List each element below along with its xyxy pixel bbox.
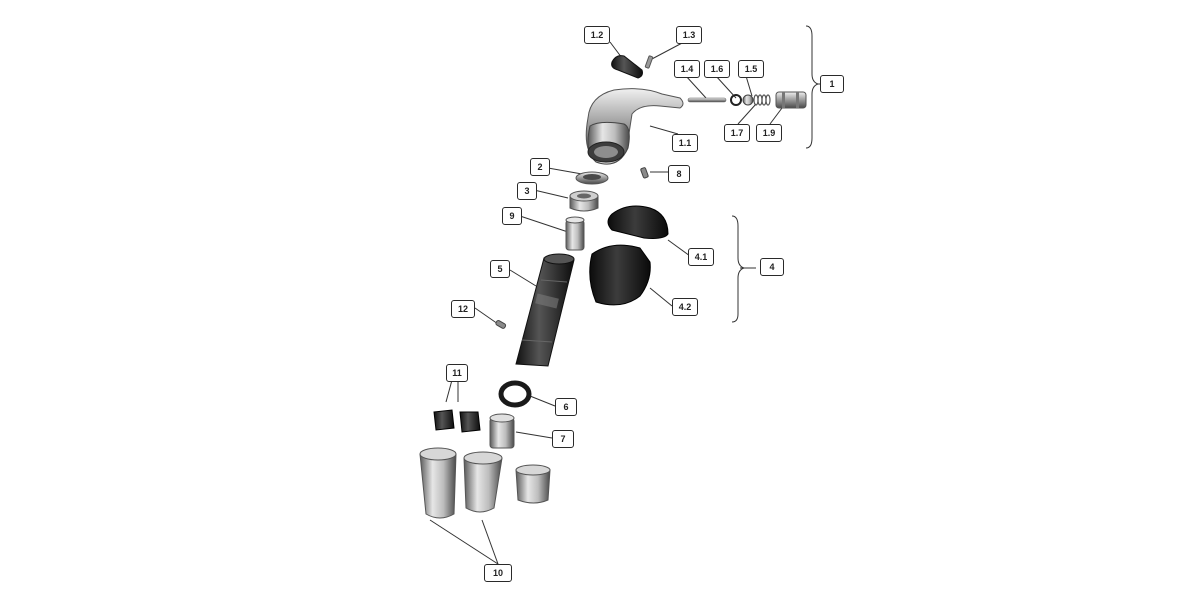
part-1-3-pin — [644, 55, 654, 69]
callout-12: 12 — [451, 300, 475, 318]
label-text: 12 — [457, 303, 468, 314]
label-text: 1.6 — [710, 63, 724, 74]
part-7-bushing — [489, 413, 515, 449]
callout-4-2: 4.2 — [672, 298, 698, 316]
callout-1-5: 1.5 — [738, 60, 764, 78]
callout-11: 11 — [446, 364, 468, 382]
callout-8: 8 — [668, 165, 690, 183]
label-text: 2 — [537, 161, 543, 172]
label-text: 1.2 — [590, 29, 604, 40]
label-text: 1.5 — [744, 63, 758, 74]
label-text: 4 — [769, 261, 775, 272]
label-text: 4.1 — [694, 251, 708, 262]
callout-1-3: 1.3 — [676, 26, 702, 44]
callout-10: 10 — [484, 564, 512, 582]
label-text: 4.2 — [678, 301, 692, 312]
callout-4: 4 — [760, 258, 784, 276]
label-text: 7 — [560, 433, 566, 444]
callout-3: 3 — [517, 182, 537, 200]
label-text: 6 — [563, 401, 569, 412]
callout-1-7: 1.7 — [724, 124, 750, 142]
callout-9: 9 — [502, 207, 522, 225]
part-1-2-cap — [611, 55, 643, 79]
part-9-sleeve — [565, 216, 585, 251]
label-text: 11 — [452, 367, 462, 378]
part-4-2-grip-bottom — [589, 244, 651, 306]
part-2-ring — [575, 171, 609, 185]
part-1-6-oring — [730, 94, 742, 106]
callout-6: 6 — [555, 398, 577, 416]
part-12-pin — [495, 319, 507, 329]
part-1-9-valve-nut — [775, 91, 807, 109]
callout-2: 2 — [530, 158, 550, 176]
callout-1-9: 1.9 — [756, 124, 782, 142]
label-text: 9 — [509, 210, 515, 221]
callout-1-6: 1.6 — [704, 60, 730, 78]
part-10-nozzles — [419, 447, 551, 519]
part-1-5-ball — [742, 94, 754, 106]
label-text: 10 — [492, 567, 503, 578]
part-3-bushing — [569, 190, 599, 212]
label-text: 1.3 — [682, 29, 696, 40]
part-8-pin — [640, 167, 649, 179]
part-1-1-handle-body — [585, 88, 684, 165]
callout-1-4: 1.4 — [674, 60, 700, 78]
part-6-oring — [498, 380, 532, 408]
callout-1-2: 1.2 — [584, 26, 610, 44]
callout-1-1: 1.1 — [672, 134, 698, 152]
part-1-7-spring — [753, 94, 771, 106]
label-text: 5 — [497, 263, 503, 274]
callout-1: 1 — [820, 75, 844, 93]
callout-7: 7 — [552, 430, 574, 448]
label-text: 1.4 — [680, 63, 694, 74]
callout-5: 5 — [490, 260, 510, 278]
label-text: 1.9 — [762, 127, 776, 138]
part-1-4-rod — [687, 97, 727, 103]
label-text: 1.7 — [730, 127, 744, 138]
callout-4-1: 4.1 — [688, 248, 714, 266]
part-5-shaft — [515, 253, 575, 367]
label-text: 1.1 — [678, 137, 692, 148]
part-4-1-grip-top — [607, 205, 669, 239]
label-text: 8 — [676, 168, 682, 179]
label-text: 3 — [524, 185, 530, 196]
part-11-inserts — [433, 409, 481, 433]
label-text: 1 — [829, 78, 835, 89]
